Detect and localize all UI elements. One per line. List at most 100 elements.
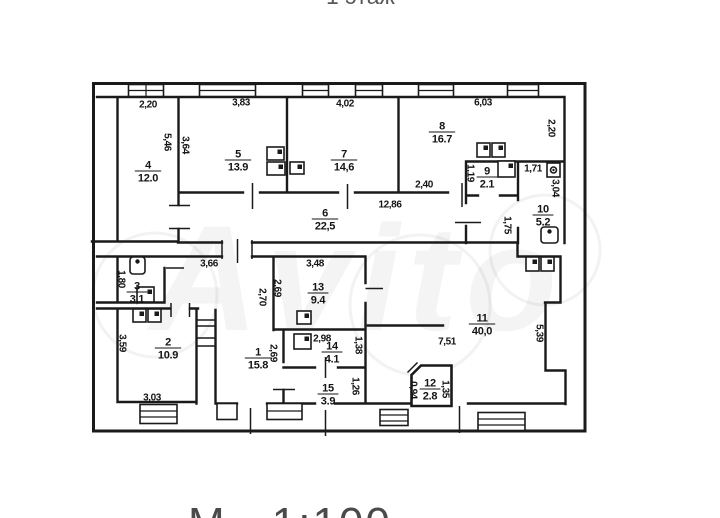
dimension-label: 2,70 [257,288,268,307]
svg-text:9: 9 [484,166,490,178]
room-label-10: 105.2 [532,204,554,229]
dimension-label: 4,02 [336,99,355,110]
wc-icon [540,226,559,244]
svg-text:9.4: 9.4 [311,295,327,307]
dimension-label: 1,38 [353,336,364,355]
svg-text:6: 6 [322,208,328,220]
dimension-label: 5,39 [534,324,545,343]
svg-text:14,6: 14,6 [334,162,354,174]
room-label-3: 33,1 [126,281,148,306]
svg-text:13: 13 [312,282,324,294]
svg-text:7: 7 [341,149,347,161]
dimension-label: 2,40 [415,180,434,191]
scale-label: М - 1:100 [188,499,392,518]
window-icon [379,408,409,427]
room12-walls [406,361,453,408]
room-label-1: 115.8 [244,347,272,372]
dimension-label: 7,51 [438,337,457,348]
dimension-label: 1,35 [440,380,451,399]
svg-text:5.2: 5.2 [536,217,551,229]
dimension-label: 3,48 [306,259,325,270]
svg-text:15.8: 15.8 [248,360,268,372]
room-label-14: 144.1 [321,341,343,366]
fixtures-layer [129,142,561,350]
dimension-label: 2,69 [272,279,283,298]
dimension-label: 2,20 [546,119,557,138]
svg-text:12: 12 [424,378,436,390]
door-ticks [166,183,481,436]
svg-text:10: 10 [537,204,549,216]
svg-text:4.1: 4.1 [325,354,340,366]
svg-text:12.0: 12.0 [138,173,158,185]
svg-text:3,1: 3,1 [130,294,145,306]
svg-text:3.9: 3.9 [321,396,336,408]
svg-text:5: 5 [235,149,241,161]
entry-steps-icon [139,403,178,425]
svg-text:14: 14 [326,341,339,353]
sink-icon [546,162,561,178]
room-label-13: 139.4 [307,282,329,307]
vent-icon [540,256,555,272]
dimension-label: 3,66 [200,259,219,270]
vent-icon [266,146,285,161]
room-label-8: 816.7 [428,121,456,146]
vent-icon [289,161,305,175]
room-label-12: 122.8 [419,378,441,403]
outer-wall [92,82,587,433]
vent-icon [491,142,506,158]
floor-title: 1 этаж [326,0,395,10]
dimension-label: 3,83 [232,98,251,109]
svg-text:2: 2 [165,337,171,349]
dimension-label: 2,69 [268,344,279,363]
room-label-9: 92.1 [476,166,498,191]
svg-text:8: 8 [439,121,445,133]
svg-text:10.9: 10.9 [158,350,178,362]
svg-text:22,5: 22,5 [315,221,335,233]
svg-text:2.8: 2.8 [423,391,438,403]
dimension-label: 1,71 [524,164,543,175]
room-label-2: 210.9 [154,337,182,362]
window-icon [477,411,526,432]
dimension-label: 0,94 [408,381,419,400]
svg-text:16.7: 16.7 [432,134,452,146]
labels-layer: 115.8210.933,1412.0513.9622,5714,6816.79… [116,98,561,408]
svg-text:4: 4 [145,160,152,172]
vent-icon [497,160,516,178]
room-label-4: 412.0 [134,160,162,185]
vent-icon [525,256,540,272]
dimension-label: 2,98 [313,334,332,345]
svg-text:3: 3 [134,281,140,293]
svg-text:13.9: 13.9 [228,162,248,174]
dimension-label: 1,26 [350,377,361,396]
svg-text:1: 1 [255,347,261,359]
dimension-label: 2,20 [139,100,158,111]
flue-hatch [196,319,216,347]
vent-icon [136,286,155,303]
wc-icon [129,256,146,275]
dimension-label: 3,59 [117,334,128,353]
room-label-6: 622,5 [311,208,339,233]
svg-text:11: 11 [476,313,487,325]
dimension-label: 1,75 [502,216,513,235]
svg-text:15: 15 [322,383,334,395]
vent-icon [476,142,491,158]
dimension-label: 6,03 [474,98,493,109]
dimension-label: 12,86 [378,200,402,211]
svg-text:40,0: 40,0 [472,326,492,338]
dimension-label: 3,64 [180,136,191,155]
vent-icon [293,333,312,350]
porch-icon [216,402,238,421]
vent-icon [296,310,312,325]
vent-icon [147,308,162,323]
dimension-label: 3,04 [550,179,561,198]
svg-text:2.1: 2.1 [480,179,495,191]
dimension-label: 5,46 [162,133,173,152]
vent-icon [266,161,286,176]
dimension-label: 3,03 [143,393,162,404]
room-label-15: 153.9 [317,383,339,408]
dimension-label: 1,19 [465,164,476,183]
room-label-5: 513.9 [224,149,252,174]
